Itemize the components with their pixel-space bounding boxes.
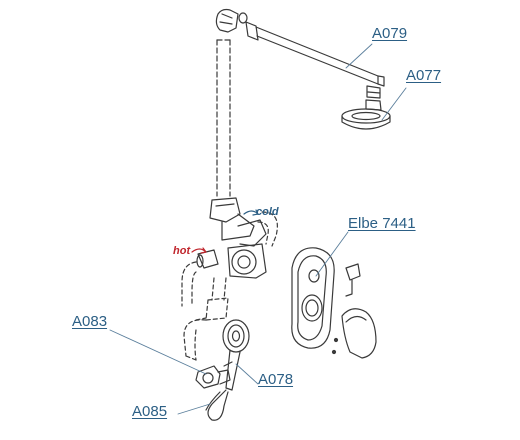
leader-arm (345, 43, 373, 69)
leader-handshower (235, 363, 259, 385)
label-arm: A079 (372, 25, 408, 42)
vertical-riser-pipe (216, 39, 231, 197)
lower-outlet-pipe (183, 277, 229, 361)
leader-hose (177, 403, 211, 415)
leader-mixer (315, 231, 349, 277)
label-hose: A085 (132, 403, 168, 420)
mixer-lever-handle (331, 263, 377, 359)
label-holder: A083 (72, 313, 108, 330)
leader-lines (109, 43, 407, 415)
cold-inlet-pipe (257, 211, 278, 247)
label-hot: hot (173, 245, 191, 257)
mixer-wall-plate (291, 247, 335, 349)
top-elbow-connector (215, 8, 248, 33)
hot-arrow-icon (191, 247, 207, 254)
mixer-valve-body (196, 197, 267, 279)
label-handshower: A078 (258, 371, 294, 388)
label-cold: cold (256, 206, 279, 218)
label-head: A077 (406, 67, 442, 84)
shower-arm (245, 21, 385, 87)
hose (205, 389, 229, 421)
hand-shower (222, 319, 250, 391)
leader-holder (109, 329, 207, 375)
leader-head (381, 87, 407, 121)
label-mixer: Elbe 7441 (348, 215, 416, 232)
shower-head (341, 85, 391, 130)
cold-arrow-icon (243, 209, 259, 216)
hot-inlet-pipe (181, 261, 197, 307)
